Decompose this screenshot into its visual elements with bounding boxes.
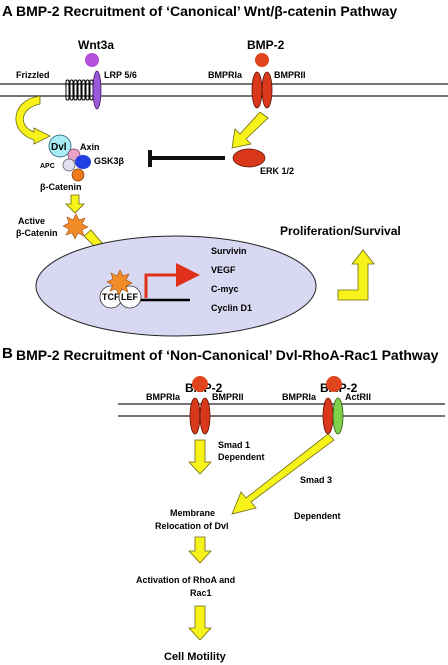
dvl-node [48,134,72,158]
beta-catenin-label: β-Catenin [40,182,82,192]
axin-label: Axin [80,142,100,152]
gsk3b-node [75,155,91,169]
active-bc-label-2: β-Catenin [16,228,58,238]
to-rhoa-arrow [188,536,212,564]
active-beta-catenin-star [62,213,89,240]
bmpria-label-b-left: BMPRIa [146,392,181,402]
bmprii-label-b: BMPRII [212,392,244,402]
bmp-to-erk-arrow [231,111,269,149]
nuclear-beta-catenin-star [106,269,133,296]
beta-catenin-node [71,168,85,182]
erk-label: ERK 1/2 [260,166,294,176]
wnt3a-ligand [85,53,99,67]
smad1-label-2: Dependent [218,452,265,462]
gene-cmyc: C-myc [211,284,239,294]
bmp2-label-a: BMP-2 [247,38,285,52]
apc-node [62,158,76,172]
panel-b-title: BMP-2 Recruitment of ‘Non-Canonical’ Dvl… [16,347,439,363]
bmpria-receptor-b-right [322,397,334,435]
cell-motility-label: Cell Motility [164,651,227,663]
smad3-label-1: Smad 3 [300,475,332,485]
gene-vegf: VEGF [211,265,236,275]
panel-b-letter: B [2,345,13,362]
smad3-arrow [231,433,335,515]
gsk3b-label: GSK3β [94,156,125,166]
bmprii-receptor-b [199,397,211,435]
gene-survivin: Survivin [211,246,247,256]
erk-node [232,148,266,168]
frizzled-receptor [65,79,94,101]
bmp2-ligand-b-left [192,376,208,392]
frizzled-to-complex-arrow [15,95,51,145]
tcf-label: TCF [102,292,120,302]
panel-a: A BMP-2 Recruitment of ‘Canonical’ Wnt/β… [0,3,448,337]
rhoa-label-2: Rac1 [190,588,212,598]
actrii-receptor [332,397,344,435]
lef-node [118,285,142,309]
panel-a-letter: A [2,3,13,20]
bmpria-receptor-a [251,71,263,109]
dvl-label: Dvl [51,142,67,153]
smad1-label-1: Smad 1 [218,440,250,450]
active-bc-label-1: Active [18,216,45,226]
frizzled-label: Frizzled [16,70,50,80]
proliferation-arrow [337,249,375,301]
to-active-bc-arrow [65,194,85,214]
lef-label: LEF [121,292,139,302]
smad1-arrow [188,439,212,475]
actrii-label: ActRII [345,392,371,402]
bmpria-label-a: BMPRIa [208,70,243,80]
to-motility-arrow [188,605,212,641]
rhoa-label-1: Activation of RhoA and [136,575,235,585]
bmp2-ligand-a [255,53,269,67]
nucleus [35,235,317,337]
bmprii-label-a: BMPRII [274,70,306,80]
lrp56-receptor [92,70,102,110]
bmp2-ligand-b-right [326,376,342,392]
bmprii-receptor-a [261,71,273,109]
lrp-label: LRP 5/6 [104,70,137,80]
transcription-arrow [144,263,200,298]
apc-label: APC [40,163,55,170]
panel-a-title: BMP-2 Recruitment of ‘Canonical’ Wnt/β-c… [16,3,397,19]
bmpria-receptor-b-left [189,397,201,435]
wnt3a-label: Wnt3a [78,38,114,52]
bmpria-label-b-right: BMPRIa [282,392,317,402]
membrane-label-1: Membrane [170,508,215,518]
panel-b: B BMP-2 Recruitment of ‘Non-Canonical’ D… [2,345,445,663]
gene-cyclin-d1: Cyclin D1 [211,303,252,313]
smad3-label-2: Dependent [294,511,341,521]
prolif-label: Proliferation/Survival [280,224,401,238]
membrane-label-2: Relocation of Dvl [155,521,229,531]
